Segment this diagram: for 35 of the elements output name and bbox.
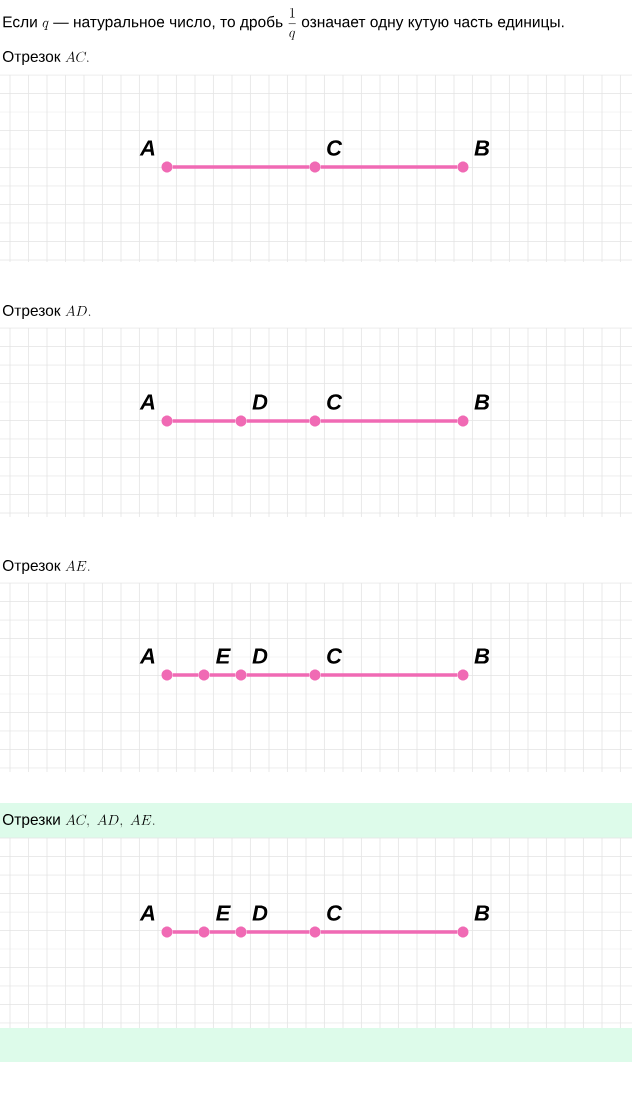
segment	[246, 419, 310, 423]
point-label: C	[327, 648, 343, 664]
text-line: $\text{Отрезки } AC,\ AD,\ AE.$	[2, 814, 155, 828]
segment	[172, 419, 236, 423]
point-label: A	[139, 394, 155, 410]
point-label: B	[474, 394, 490, 410]
point-label: C	[327, 140, 343, 156]
point-label: C	[327, 394, 343, 410]
text-line: $\text{Отрезок } AC.$	[2, 51, 89, 66]
segment	[320, 930, 458, 934]
point-label: C	[327, 905, 343, 921]
segment	[172, 930, 199, 934]
point-label: B	[474, 905, 490, 921]
segment	[209, 673, 236, 677]
point-label: B	[474, 140, 490, 156]
point-label: A	[139, 140, 155, 156]
segment	[320, 419, 458, 423]
segment	[246, 930, 310, 934]
point-label: D	[252, 394, 268, 410]
point-label: D	[252, 905, 268, 921]
point-label: E	[216, 905, 231, 921]
segment	[246, 673, 310, 677]
segment	[172, 673, 199, 677]
segment	[209, 930, 236, 934]
point-label: B	[474, 648, 490, 664]
segment	[320, 165, 458, 169]
segment	[320, 673, 458, 677]
text-line: $\text{Отрезок } AE.$	[2, 560, 90, 575]
text-line: $\text{Если } q \text{ — натуральное число, то дробь } \dfrac{1}{q} \text{ означает одну кутую часть единицы.}$	[3, 7, 564, 40]
point-label: A	[139, 905, 155, 921]
segment	[172, 165, 310, 169]
point-label: A	[139, 648, 155, 664]
point-label: E	[216, 648, 231, 664]
text-line: $\text{Отрезок } AD.$	[2, 305, 91, 320]
point-label: D	[252, 648, 268, 664]
